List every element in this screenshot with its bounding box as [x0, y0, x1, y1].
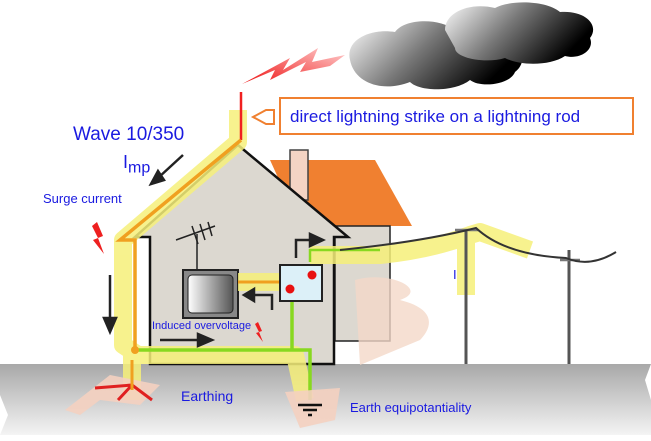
callout-text: direct lightning strike on a lightning r… — [290, 107, 581, 126]
arrow-icons — [102, 109, 326, 348]
imp-main: I — [123, 152, 129, 172]
induced-overvoltage-label: Induced overvoltage — [152, 320, 252, 332]
power-line — [339, 226, 617, 364]
electrical-panel — [279, 264, 323, 302]
wave-label: Wave 10/350 — [73, 124, 185, 145]
earthing-label: Earthing — [181, 388, 234, 404]
line-current-label: I — [453, 267, 457, 282]
imp-subscript: mp — [128, 159, 151, 177]
earth-equipotentiality-label: Earth equipotantiality — [350, 400, 472, 415]
imp-label: Imp — [123, 152, 150, 178]
spark-icon — [255, 322, 263, 342]
earthing-patch — [65, 375, 160, 415]
earth-conductor — [135, 348, 312, 400]
down-conductor — [115, 138, 243, 350]
lightning-bolt-icon — [242, 48, 345, 84]
spark-icon — [92, 222, 104, 254]
junction-point — [131, 346, 139, 354]
storm-cloud — [349, 2, 594, 90]
equipotential-patch — [285, 388, 340, 428]
earth-patch — [355, 277, 429, 365]
callout-box: direct lightning strike on a lightning r… — [279, 97, 634, 135]
ground-symbol-icon — [298, 403, 322, 417]
surge-current-label: Surge current — [43, 191, 122, 206]
antenna-icon — [175, 221, 216, 272]
